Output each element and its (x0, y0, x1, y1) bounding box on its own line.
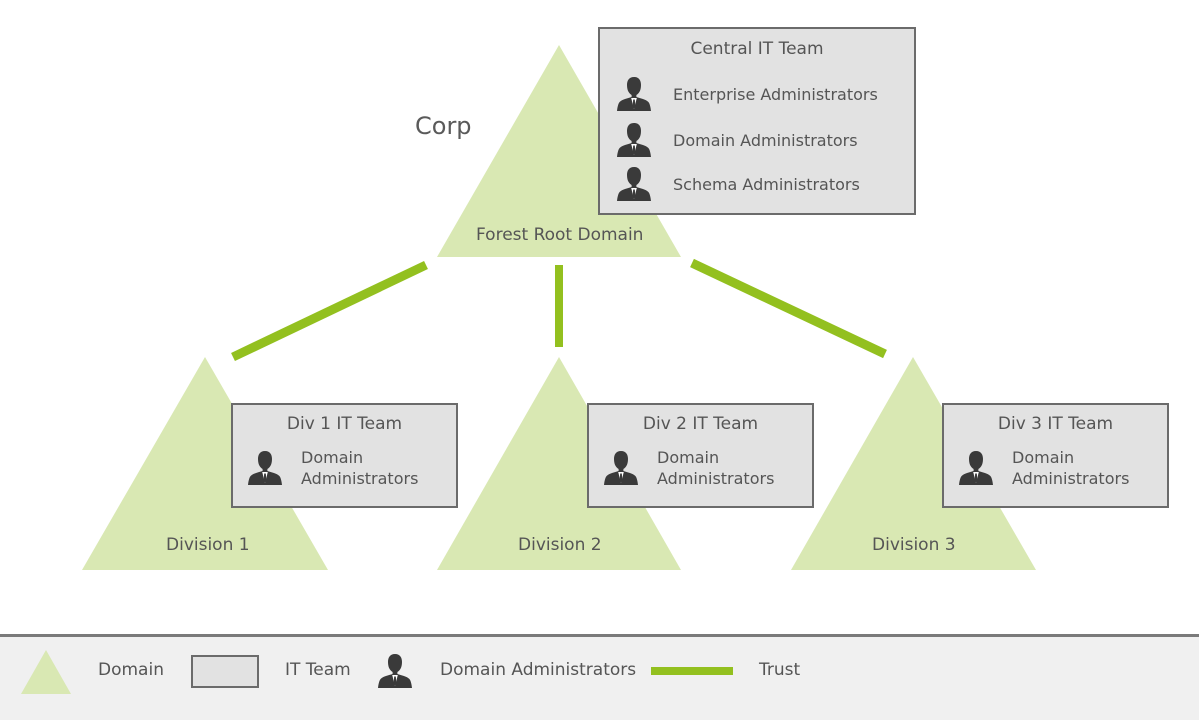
legend-domain-admins-label: Domain Administrators (440, 660, 637, 680)
member-label-line2: Administrators (1012, 469, 1130, 488)
member-label: Enterprise Administrators (673, 84, 878, 104)
legend-trust-line-icon (651, 667, 733, 675)
legend-person-icon (375, 651, 415, 691)
person-icon (956, 448, 996, 488)
division-1-label: Division 1 (166, 535, 250, 555)
member-label-line1: Domain (1012, 448, 1075, 467)
legend-trust-label: Trust (759, 660, 801, 680)
division-1-domain-triangle[interactable] (82, 357, 328, 570)
person-icon (245, 448, 285, 488)
member-enterprise-admins: Enterprise Administrators (614, 74, 878, 114)
central-it-team-box[interactable]: Central IT Team Enterprise Administrator… (598, 27, 916, 215)
forest-root-domain-label: Forest Root Domain (476, 225, 644, 245)
legend-it-team-label: IT Team (285, 660, 351, 680)
trust-line-division-3 (690, 258, 887, 359)
division-2-label: Division 2 (518, 535, 602, 555)
team-title: Div 3 IT Team (997, 414, 1114, 434)
member-label-line1: Domain (657, 448, 720, 467)
forest-name: Corp (415, 112, 472, 140)
division-2-domain-triangle[interactable] (437, 357, 681, 570)
team-title: Div 2 IT Team (642, 414, 759, 434)
member-label-line2: Administrators (657, 469, 775, 488)
member-schema-admins: Schema Administrators (614, 164, 860, 204)
member-label: Domain Administrators (673, 130, 858, 150)
division-3-label: Division 3 (872, 535, 956, 555)
member-label-line2: Administrators (301, 469, 419, 488)
team-title: Div 1 IT Team (286, 414, 403, 434)
trust-line-division-1 (231, 260, 428, 362)
person-icon (614, 120, 654, 160)
legend: Domain IT Team Domain Administrators Tru… (0, 634, 1199, 720)
legend-domain-label: Domain (98, 660, 164, 680)
member-label: Schema Administrators (673, 174, 860, 194)
legend-domain-triangle-icon (21, 650, 71, 694)
member-domain-admins: Domain Administrators (614, 120, 858, 160)
division-3-domain-triangle[interactable] (791, 357, 1036, 570)
person-icon (614, 74, 654, 114)
person-icon (614, 164, 654, 204)
member-label-line1: Domain (301, 448, 364, 467)
legend-it-team-icon (191, 655, 259, 688)
team-title: Central IT Team (690, 39, 824, 59)
person-icon (601, 448, 641, 488)
